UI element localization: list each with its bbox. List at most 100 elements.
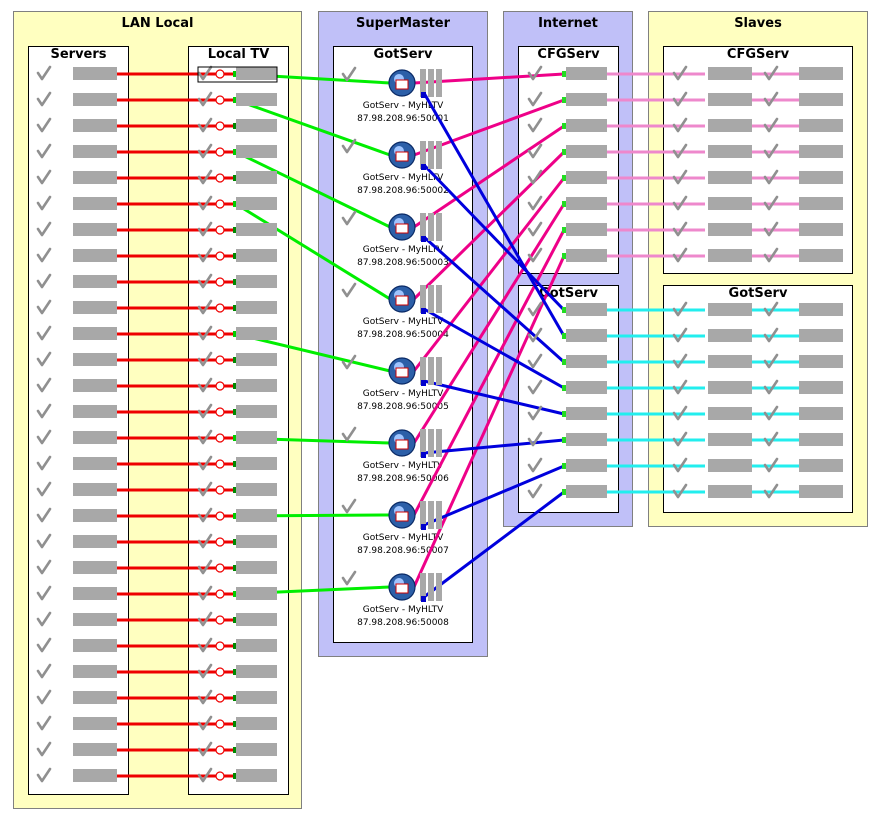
gotserv-port <box>562 307 566 313</box>
local-tv-status-icon <box>215 433 225 443</box>
local-tv-port <box>233 513 236 519</box>
hltv-gotserv-wire <box>422 163 566 312</box>
local-tv-port <box>233 383 236 389</box>
cfgserv-port <box>562 175 566 181</box>
slave-gotserv-check-icon <box>672 301 688 317</box>
local-tv-port <box>233 747 236 753</box>
local-tv-status-icon <box>215 251 225 261</box>
gotserv-port <box>562 437 566 443</box>
local-tv-slot <box>236 327 277 340</box>
gotserv-check-icon <box>527 405 543 421</box>
local-tv-status-icon <box>215 485 225 495</box>
local-tv-slot <box>236 665 277 678</box>
cfgserv-check-icon <box>527 117 543 133</box>
slave-gotserv-check-icon-b <box>763 353 779 369</box>
hltv-port <box>421 596 426 602</box>
local-tv-status-icon <box>215 173 225 183</box>
local-tv-slot <box>236 457 277 470</box>
slave-gotserv-check-icon-b <box>763 379 779 395</box>
gotserv-check-icon <box>527 379 543 395</box>
server-check-icon <box>36 169 52 185</box>
server-slot <box>73 613 117 626</box>
cfgserv-slot <box>566 119 607 132</box>
local-tv-status-icon <box>215 589 225 599</box>
gotserv-slot <box>566 303 607 316</box>
hltv-address: 87.98.208.96:50001 <box>357 114 449 124</box>
cfgserv-slot <box>566 67 607 80</box>
cfgserv-check-icon <box>527 65 543 81</box>
local-tv-slot <box>236 639 277 652</box>
slave-cfg-slot-b <box>799 67 843 80</box>
slave-cfg-slot-b <box>799 249 843 262</box>
hltv-slot <box>436 429 442 457</box>
local-tv-status-icon <box>215 277 225 287</box>
local-tv-check-icon <box>197 767 213 783</box>
hltv-check-icon <box>341 570 357 586</box>
slave-gotserv-check-icon-b <box>763 457 779 473</box>
hltv-name: GotServ - MyHLTV <box>362 461 444 471</box>
hltv-slot <box>436 213 442 241</box>
local-tv-port <box>233 331 236 337</box>
hltv-name: GotServ - MyHLTV <box>362 317 444 327</box>
local-tv-box-title: Local TV <box>207 47 270 62</box>
hltv-port <box>421 236 426 242</box>
server-check-icon <box>36 403 52 419</box>
server-check-icon <box>36 143 52 159</box>
nodes-layer <box>36 65 843 783</box>
cfgserv-check-icon <box>527 247 543 263</box>
cfgserv-slot <box>566 93 607 106</box>
local-tv-check-icon <box>197 403 213 419</box>
slave-gotserv-check-icon <box>672 379 688 395</box>
server-check-icon <box>36 91 52 107</box>
hltv-cfg-wire <box>412 229 566 516</box>
hltv-slot <box>420 357 426 385</box>
slave-cfg-check-icon-b <box>763 143 779 159</box>
server-slot <box>73 249 117 262</box>
server-check-icon <box>36 117 52 133</box>
hltv-address: 87.98.208.96:50005 <box>357 402 449 412</box>
cfgserv-port <box>562 201 566 207</box>
server-slot <box>73 769 117 782</box>
local-tv-check-icon <box>197 429 213 445</box>
slave-gotserv-check-icon-b <box>763 483 779 499</box>
local-tv-wire <box>235 150 391 229</box>
server-check-icon <box>36 455 52 471</box>
server-check-icon <box>36 377 52 393</box>
hltv-address: 87.98.208.96:50002 <box>357 186 449 196</box>
slave-cfg-slot-a <box>708 171 752 184</box>
gotserv-slaves-box: GotServ <box>663 285 853 513</box>
cfgserv-slot <box>566 197 607 210</box>
local-tv-port <box>233 539 236 545</box>
local-tv-slot <box>236 717 277 730</box>
local-tv-check-icon <box>197 143 213 159</box>
local-tv-port <box>233 253 236 259</box>
local-tv-check-icon <box>197 481 213 497</box>
hltv-slot <box>420 429 426 457</box>
slave-gotserv-check-icon-b <box>763 301 779 317</box>
hltv-slot <box>436 357 442 385</box>
slave-cfg-slot-b <box>799 119 843 132</box>
local-tv-port <box>233 669 236 675</box>
server-slot <box>73 535 117 548</box>
hltv-slot <box>428 69 434 97</box>
slave-gotserv-check-icon-b <box>763 405 779 421</box>
local-tv-port <box>233 149 236 155</box>
gotserv-check-icon <box>527 301 543 317</box>
server-slot <box>73 717 117 730</box>
local-tv-port <box>233 227 236 233</box>
slave-gotserv-slot-a <box>708 329 752 342</box>
slave-gotserv-check-icon <box>672 483 688 499</box>
cfgserv-slot <box>566 171 607 184</box>
local-tv-check-icon <box>197 455 213 471</box>
gotserv-slot <box>566 329 607 342</box>
cfgserv-check-icon <box>527 143 543 159</box>
local-tv-port <box>233 201 236 207</box>
hltv-node-emblem <box>395 439 409 450</box>
local-tv-status-icon <box>215 329 225 339</box>
gotserv-check-icon <box>527 327 543 343</box>
local-tv-slot <box>236 561 277 574</box>
cfgserv-port <box>562 227 566 233</box>
